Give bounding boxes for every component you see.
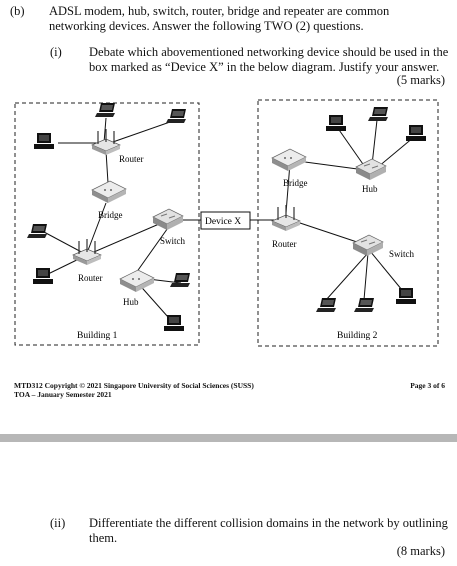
hub-icon bbox=[355, 158, 387, 181]
building1-links bbox=[43, 117, 201, 318]
laptop-icon bbox=[316, 298, 336, 312]
router-icon bbox=[271, 204, 301, 232]
pc-icon bbox=[326, 115, 346, 131]
laptop-icon bbox=[95, 103, 115, 117]
page-break-divider bbox=[0, 434, 457, 442]
switch-icon bbox=[352, 234, 384, 257]
label-bridge-b1: Bridge bbox=[98, 210, 123, 220]
network-diagram: Router Bridge Switch Router Hub Building… bbox=[14, 99, 439, 347]
building1-name: Building 1 bbox=[77, 331, 118, 341]
pc-icon bbox=[396, 288, 416, 304]
hub-icon bbox=[119, 269, 155, 293]
building2-name: Building 2 bbox=[337, 331, 378, 341]
label-router-top: Router bbox=[119, 154, 144, 164]
device-x-box bbox=[200, 211, 251, 230]
bridge-icon bbox=[91, 180, 127, 204]
laptop-icon bbox=[170, 273, 190, 287]
pc-icon bbox=[164, 315, 184, 331]
question-ii-text: Differentiate the different collision do… bbox=[89, 516, 448, 545]
laptop-icon bbox=[27, 224, 47, 238]
switch-icon bbox=[152, 208, 184, 231]
label-router-bottom: Router bbox=[78, 273, 103, 283]
question-ii-marks: (8 marks) bbox=[396, 544, 445, 558]
device-x-label: Device X bbox=[205, 217, 241, 227]
pc-icon bbox=[406, 125, 426, 141]
part-b-text: ADSL modem, hub, switch, router, bridge … bbox=[49, 4, 390, 33]
question-i-label: (i) bbox=[50, 45, 62, 59]
label-hub-b1: Hub bbox=[123, 297, 139, 307]
building2-boundary bbox=[257, 99, 439, 347]
footer-semester: TOA – January Semester 2021 bbox=[14, 390, 112, 399]
router-icon bbox=[91, 128, 121, 156]
building2-links bbox=[250, 119, 415, 301]
pc-icon bbox=[34, 133, 54, 149]
question-ii-label: (ii) bbox=[50, 516, 66, 530]
footer-page-number: Page 3 of 6 bbox=[410, 381, 445, 390]
part-b-label: (b) bbox=[10, 4, 25, 18]
laptop-icon bbox=[368, 107, 388, 121]
label-switch-b1: Switch bbox=[160, 236, 186, 246]
footer-copyright: MTD312 Copyright © 2021 Singapore Univer… bbox=[14, 381, 254, 390]
pc-icon bbox=[33, 268, 53, 284]
router-icon bbox=[72, 238, 102, 266]
laptop-icon bbox=[354, 298, 374, 312]
laptop-icon bbox=[166, 109, 186, 123]
label-router-b2: Router bbox=[272, 239, 297, 249]
bridge-icon bbox=[271, 148, 307, 172]
label-switch-b2: Switch bbox=[389, 249, 415, 259]
question-i-text: Debate which abovementioned networking d… bbox=[89, 45, 449, 74]
label-bridge-b2: Bridge bbox=[283, 178, 308, 188]
label-hub-b2: Hub bbox=[362, 184, 378, 194]
question-i-marks: (5 marks) bbox=[396, 73, 445, 87]
